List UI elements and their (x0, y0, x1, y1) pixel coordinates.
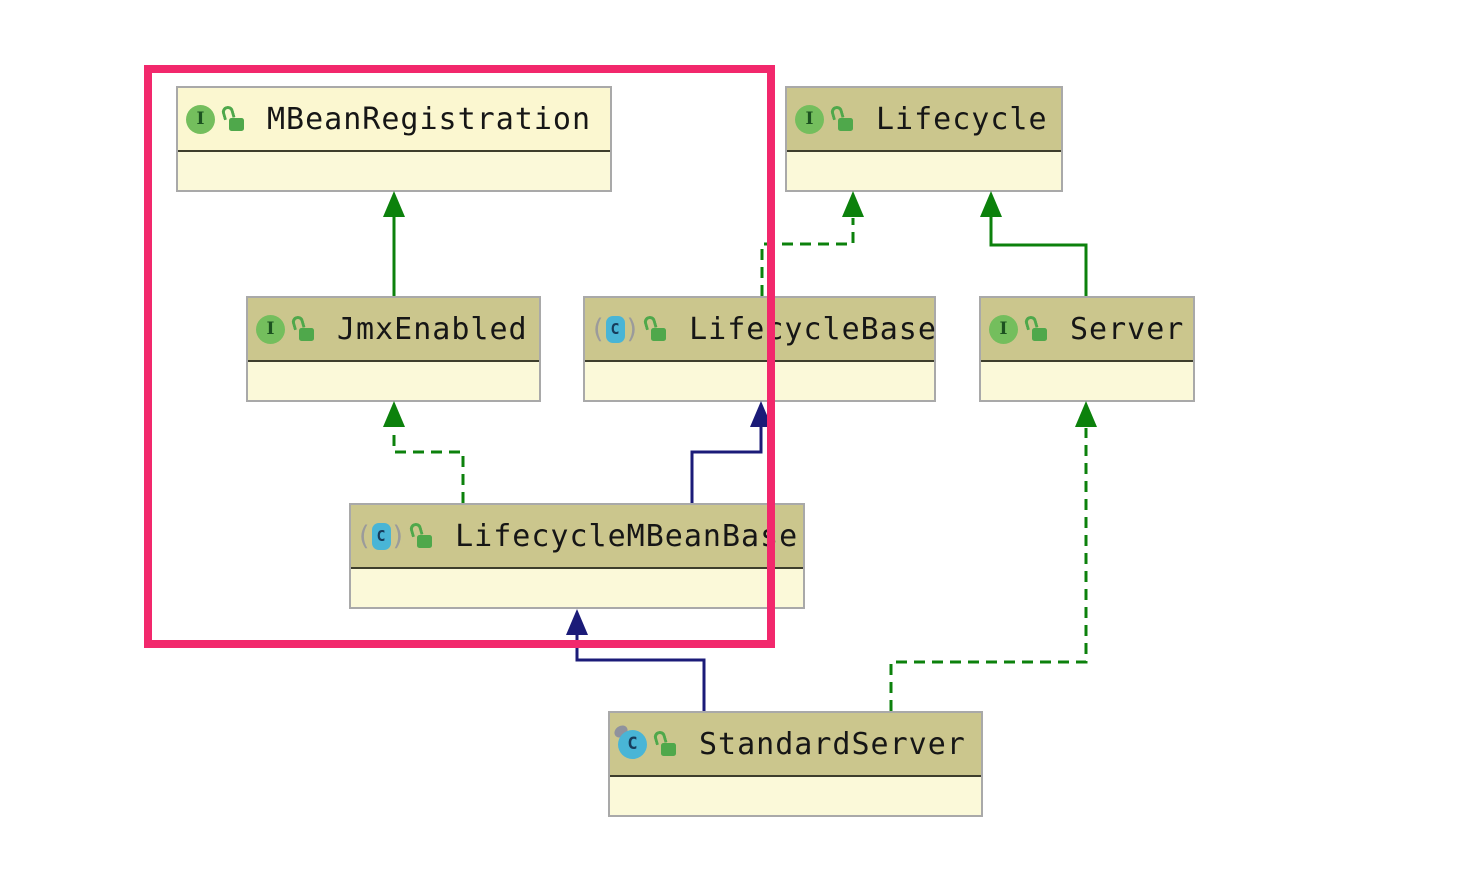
node-header: ( C ) LifecycleMBeanBase (351, 505, 803, 569)
unlocked-padlock-icon (652, 729, 677, 757)
node-lifecyclembeanbase[interactable]: ( C ) LifecycleMBeanBase (349, 503, 805, 609)
node-server[interactable]: I Server (979, 296, 1195, 402)
members-compartment (248, 362, 539, 400)
node-standardserver[interactable]: C StandardServer (608, 711, 983, 817)
unlocked-padlock-icon (1023, 314, 1048, 342)
node-header: C StandardServer (610, 713, 981, 777)
interface-icon-letter: I (196, 109, 205, 129)
node-label: StandardServer (699, 726, 966, 762)
unlocked-padlock-icon (220, 104, 245, 132)
node-lifecycle[interactable]: I Lifecycle (785, 86, 1063, 192)
node-label: Lifecycle (876, 101, 1048, 137)
node-header: ( C ) LifecycleBase (585, 298, 937, 362)
members-compartment (981, 362, 1193, 400)
interface-icon-letter: I (805, 109, 814, 129)
members-compartment (178, 152, 610, 190)
class-icon-letter: C (610, 320, 620, 338)
node-jmxenabled[interactable]: I JmxEnabled (246, 296, 541, 402)
node-label: JmxEnabled (337, 311, 528, 347)
abstract-paren-close: ) (392, 520, 404, 552)
members-compartment (351, 569, 803, 607)
interface-icon: I (256, 314, 285, 344)
class-icon-letter: C (376, 527, 386, 545)
unlocked-padlock-icon (642, 314, 667, 342)
unlocked-padlock-icon (408, 521, 433, 549)
node-header: I JmxEnabled (248, 298, 539, 362)
class-icon-letter: C (627, 734, 638, 754)
node-label: Server (1070, 311, 1185, 347)
node-header: I Server (981, 298, 1193, 362)
members-compartment (610, 777, 981, 815)
interface-icon-letter: I (999, 319, 1008, 339)
members-compartment (585, 362, 934, 400)
node-header: I Lifecycle (787, 88, 1061, 152)
node-label: MBeanRegistration (267, 101, 592, 137)
abstract-paren-open: ( (359, 520, 370, 552)
edge-standardserver-implements-server (889, 401, 1097, 711)
node-label: LifecycleBase (689, 311, 937, 347)
unlocked-padlock-icon (829, 104, 854, 132)
interface-icon: I (795, 104, 824, 134)
node-label: LifecycleMBeanBase (455, 518, 799, 554)
abstract-class-icon: ( C ) (593, 313, 638, 345)
interface-icon-letter: I (266, 319, 275, 339)
highlight-annotation-rectangle (144, 65, 775, 648)
abstract-paren-close: ) (626, 313, 638, 345)
interface-icon: I (186, 104, 215, 134)
class-icon: C (612, 722, 647, 759)
edge-server-extends-lifecycle (980, 191, 1088, 296)
abstract-class-icon: ( C ) (359, 520, 404, 552)
unlocked-padlock-icon (290, 314, 315, 342)
edge-lifecyclebase-implements-lifecycle (760, 191, 864, 296)
node-mbeanregistration[interactable]: I MBeanRegistration (176, 86, 612, 192)
members-compartment (787, 152, 1061, 190)
node-header: I MBeanRegistration (178, 88, 610, 152)
abstract-paren-open: ( (593, 313, 604, 345)
node-lifecyclebase[interactable]: ( C ) LifecycleBase (583, 296, 936, 402)
interface-icon: I (989, 314, 1018, 344)
